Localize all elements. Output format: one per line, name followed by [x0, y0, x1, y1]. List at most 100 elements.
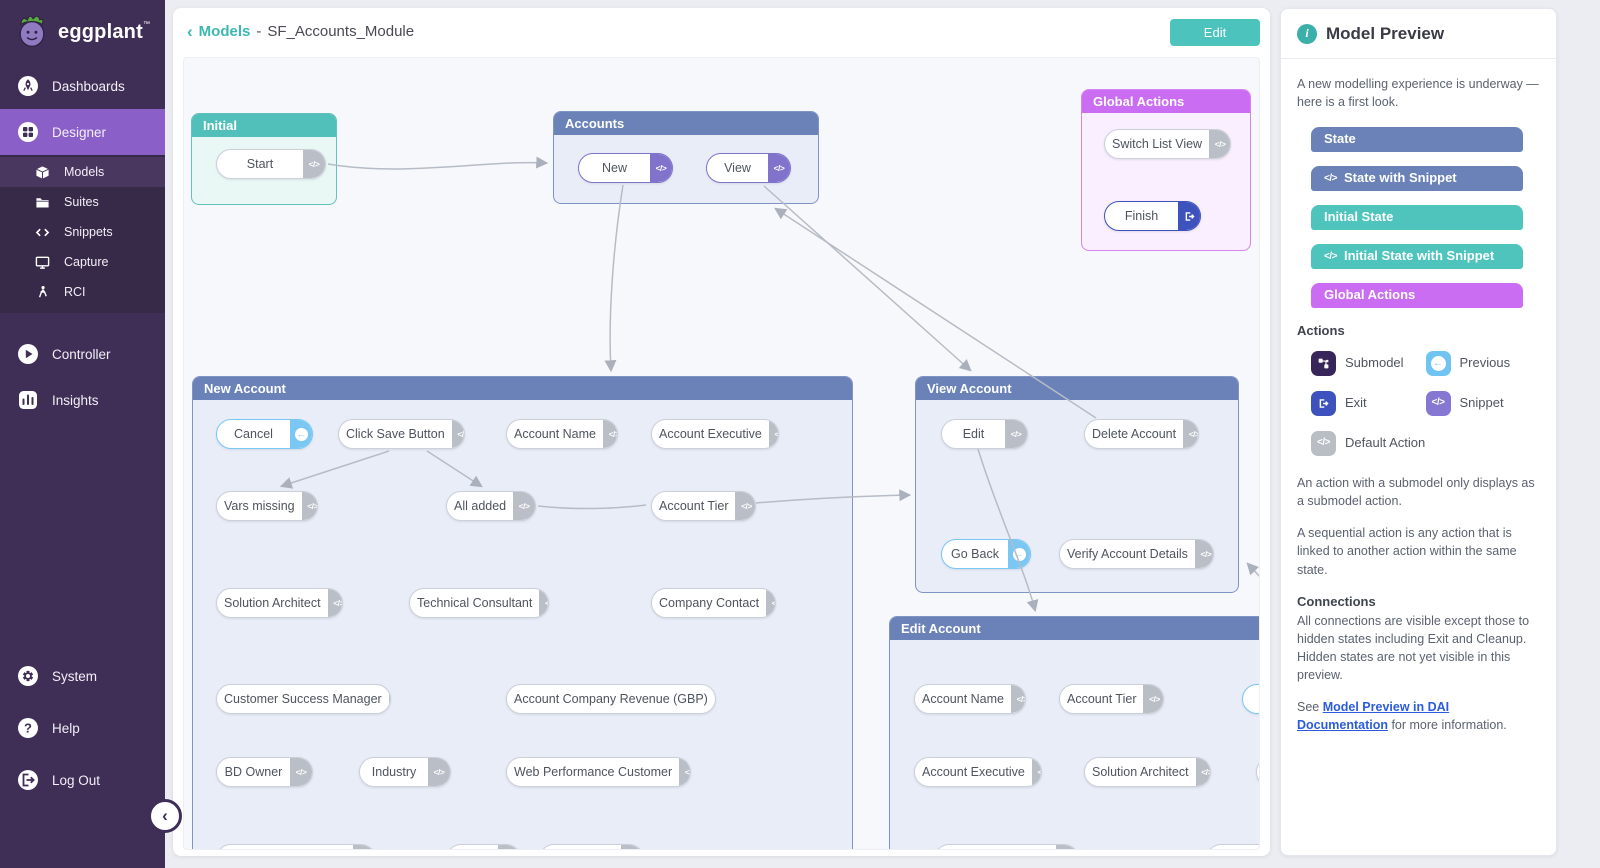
- action-badge-default: </>: [539, 589, 548, 617]
- sidebar-collapse-button[interactable]: ‹: [148, 799, 182, 833]
- action-label: Solution Architect: [224, 596, 321, 610]
- documentation-link[interactable]: Model Preview in DAI Documentation: [1297, 700, 1450, 733]
- action-verify-account-details[interactable]: Verify Account Details</>: [1059, 539, 1214, 569]
- action-go-back[interactable]: Go Back←: [941, 539, 1031, 569]
- system-icon: [16, 665, 40, 687]
- action-partial[interactable]: </>: [216, 844, 376, 849]
- action-badge-default: </>: [1183, 420, 1198, 448]
- logout-icon: [16, 769, 40, 791]
- state-header-global-actions[interactable]: Global Actions: [1082, 90, 1250, 113]
- sidebar-item-designer[interactable]: Designer: [0, 109, 165, 155]
- action-badge-default: </>: [290, 758, 312, 786]
- action-start[interactable]: Start</>: [216, 149, 326, 179]
- state-header-new-account[interactable]: New Account: [193, 377, 852, 400]
- action-label: Click Save Button: [346, 427, 445, 441]
- model-editor-card: ‹ Models - SF_Accounts_Module Edit Initi…: [173, 8, 1270, 856]
- sidebar-item-snippets[interactable]: Snippets: [0, 217, 165, 247]
- action-view[interactable]: View</>: [706, 153, 791, 183]
- action-partial[interactable]: </>: [446, 844, 521, 849]
- action-vars-missing[interactable]: Vars missing</>: [216, 491, 318, 521]
- action-new[interactable]: New</>: [578, 153, 673, 183]
- action-web-performance-customer[interactable]: Web Performance Customer</>: [506, 757, 691, 787]
- action-label: View: [724, 161, 751, 175]
- action-label: [217, 845, 353, 849]
- designer-icon: [16, 121, 40, 143]
- action-all-added[interactable]: All added</>: [446, 491, 536, 521]
- sidebar-item-capture[interactable]: Capture: [0, 247, 165, 277]
- action-partial[interactable]: </>: [934, 844, 1079, 849]
- sidebar-item-label: Help: [52, 720, 80, 736]
- action-type-label: Exit: [1345, 395, 1367, 411]
- action-bd-owner[interactable]: BD Owner</>: [216, 757, 313, 787]
- action-solution-architect[interactable]: Solution Architect</>: [1084, 757, 1211, 787]
- action-account-name[interactable]: Account Name</>: [914, 684, 1026, 714]
- sidebar-item-label: Dashboards: [52, 78, 125, 94]
- action-account-executive[interactable]: Account Executive</>: [914, 757, 1042, 787]
- sidebar-item-help[interactable]: ?Help: [0, 702, 165, 754]
- state-edit-account[interactable]: Edit Account: [889, 616, 1259, 849]
- connections-heading: Connections: [1297, 593, 1376, 609]
- dashboards-icon: [16, 75, 40, 97]
- action-account-executive[interactable]: Account Executive</>: [651, 419, 779, 449]
- action-account-tier[interactable]: Account Tier</>: [651, 491, 756, 521]
- panel-title: Model Preview: [1326, 23, 1445, 43]
- sidebar-item-system[interactable]: System: [0, 650, 165, 702]
- action-badge-exit: [1178, 202, 1200, 230]
- action-cancel[interactable]: Cancel←: [216, 419, 313, 449]
- action-badge-default: </>: [766, 589, 775, 617]
- state-header-view-account[interactable]: View Account: [916, 377, 1238, 400]
- info-icon: i: [1297, 23, 1317, 44]
- code-snippet-icon: </>: [774, 429, 779, 439]
- exit-icon: [1184, 211, 1195, 222]
- action-badge-default: </>: [327, 589, 342, 617]
- action-customer-success-manager[interactable]: Customer Success Manager</>: [216, 684, 391, 714]
- code-snippet-icon: </>: [308, 159, 320, 169]
- legend-label: Initial State with Snippet: [1343, 248, 1495, 264]
- action-partial[interactable]: </>: [1206, 844, 1259, 849]
- state-header-accounts[interactable]: Accounts: [554, 112, 818, 135]
- action-industry[interactable]: Industry</>: [359, 757, 451, 787]
- action-company-contact[interactable]: Company Contact</>: [651, 588, 776, 618]
- action-technical-consultant[interactable]: Technical Consultant</>: [409, 588, 549, 618]
- sidebar-item-rci[interactable]: RCI: [0, 277, 165, 307]
- action-badge-default: </>: [303, 150, 325, 178]
- edit-button[interactable]: Edit: [1170, 19, 1260, 46]
- code-snippet-icon: </>: [1016, 694, 1025, 704]
- sidebar-item-log-out[interactable]: Log Out: [0, 754, 165, 806]
- action-label: Delete Account: [1092, 427, 1177, 441]
- submodel-icon: [1311, 351, 1336, 377]
- action-solution-architect[interactable]: Solution Architect </>: [216, 588, 343, 618]
- eggplant-logo[interactable]: eggplant™: [0, 0, 165, 63]
- sidebar-item-models[interactable]: Models: [0, 157, 165, 187]
- back-chevron-icon[interactable]: ‹: [187, 22, 193, 41]
- panel-intro-text: A new modelling experience is underway —…: [1297, 77, 1539, 110]
- sidebar-item-insights[interactable]: Insights: [0, 377, 165, 423]
- action-account-tier[interactable]: Account Tier</>: [1059, 684, 1164, 714]
- action-label: Solution Architect: [1092, 765, 1189, 779]
- action-finish[interactable]: Finish: [1104, 201, 1201, 231]
- action-label: Industry: [371, 765, 417, 779]
- sidebar-item-label: Designer: [52, 124, 107, 140]
- action-delete-account[interactable]: Delete Account </>: [1084, 419, 1199, 449]
- suites-icon: [30, 195, 54, 210]
- action-partial[interactable]: </>: [539, 844, 644, 849]
- action-account-company-revenue-gbp[interactable]: Account Company Revenue (GBP)</>: [506, 684, 716, 714]
- action-account-name[interactable]: Account Name</>: [506, 419, 618, 449]
- legend-chip-global-actions: Global Actions: [1311, 283, 1523, 309]
- sidebar-item-label: Models: [64, 165, 105, 179]
- state-header-edit-account[interactable]: Edit Account: [890, 617, 1259, 640]
- documentation-note: See Model Preview in DAI Documentation f…: [1297, 698, 1540, 734]
- action-click-save-button[interactable]: Click Save Button </>: [338, 419, 465, 449]
- breadcrumb-models-link[interactable]: Models: [198, 23, 251, 40]
- action-badge-default: </>: [451, 420, 464, 448]
- sidebar-item-dashboards[interactable]: Dashboards: [0, 63, 165, 109]
- sidebar-item-suites[interactable]: Suites: [0, 187, 165, 217]
- state-header-initial[interactable]: Initial: [192, 114, 336, 137]
- action-label: Cancel: [1243, 685, 1259, 713]
- sidebar-item-controller[interactable]: Controller: [0, 331, 165, 377]
- action-edit[interactable]: Edit</>: [941, 419, 1028, 449]
- action-label: All added: [454, 499, 507, 513]
- action-switch-list-view[interactable]: Switch List View</>: [1104, 129, 1231, 159]
- action-label: [1207, 845, 1259, 849]
